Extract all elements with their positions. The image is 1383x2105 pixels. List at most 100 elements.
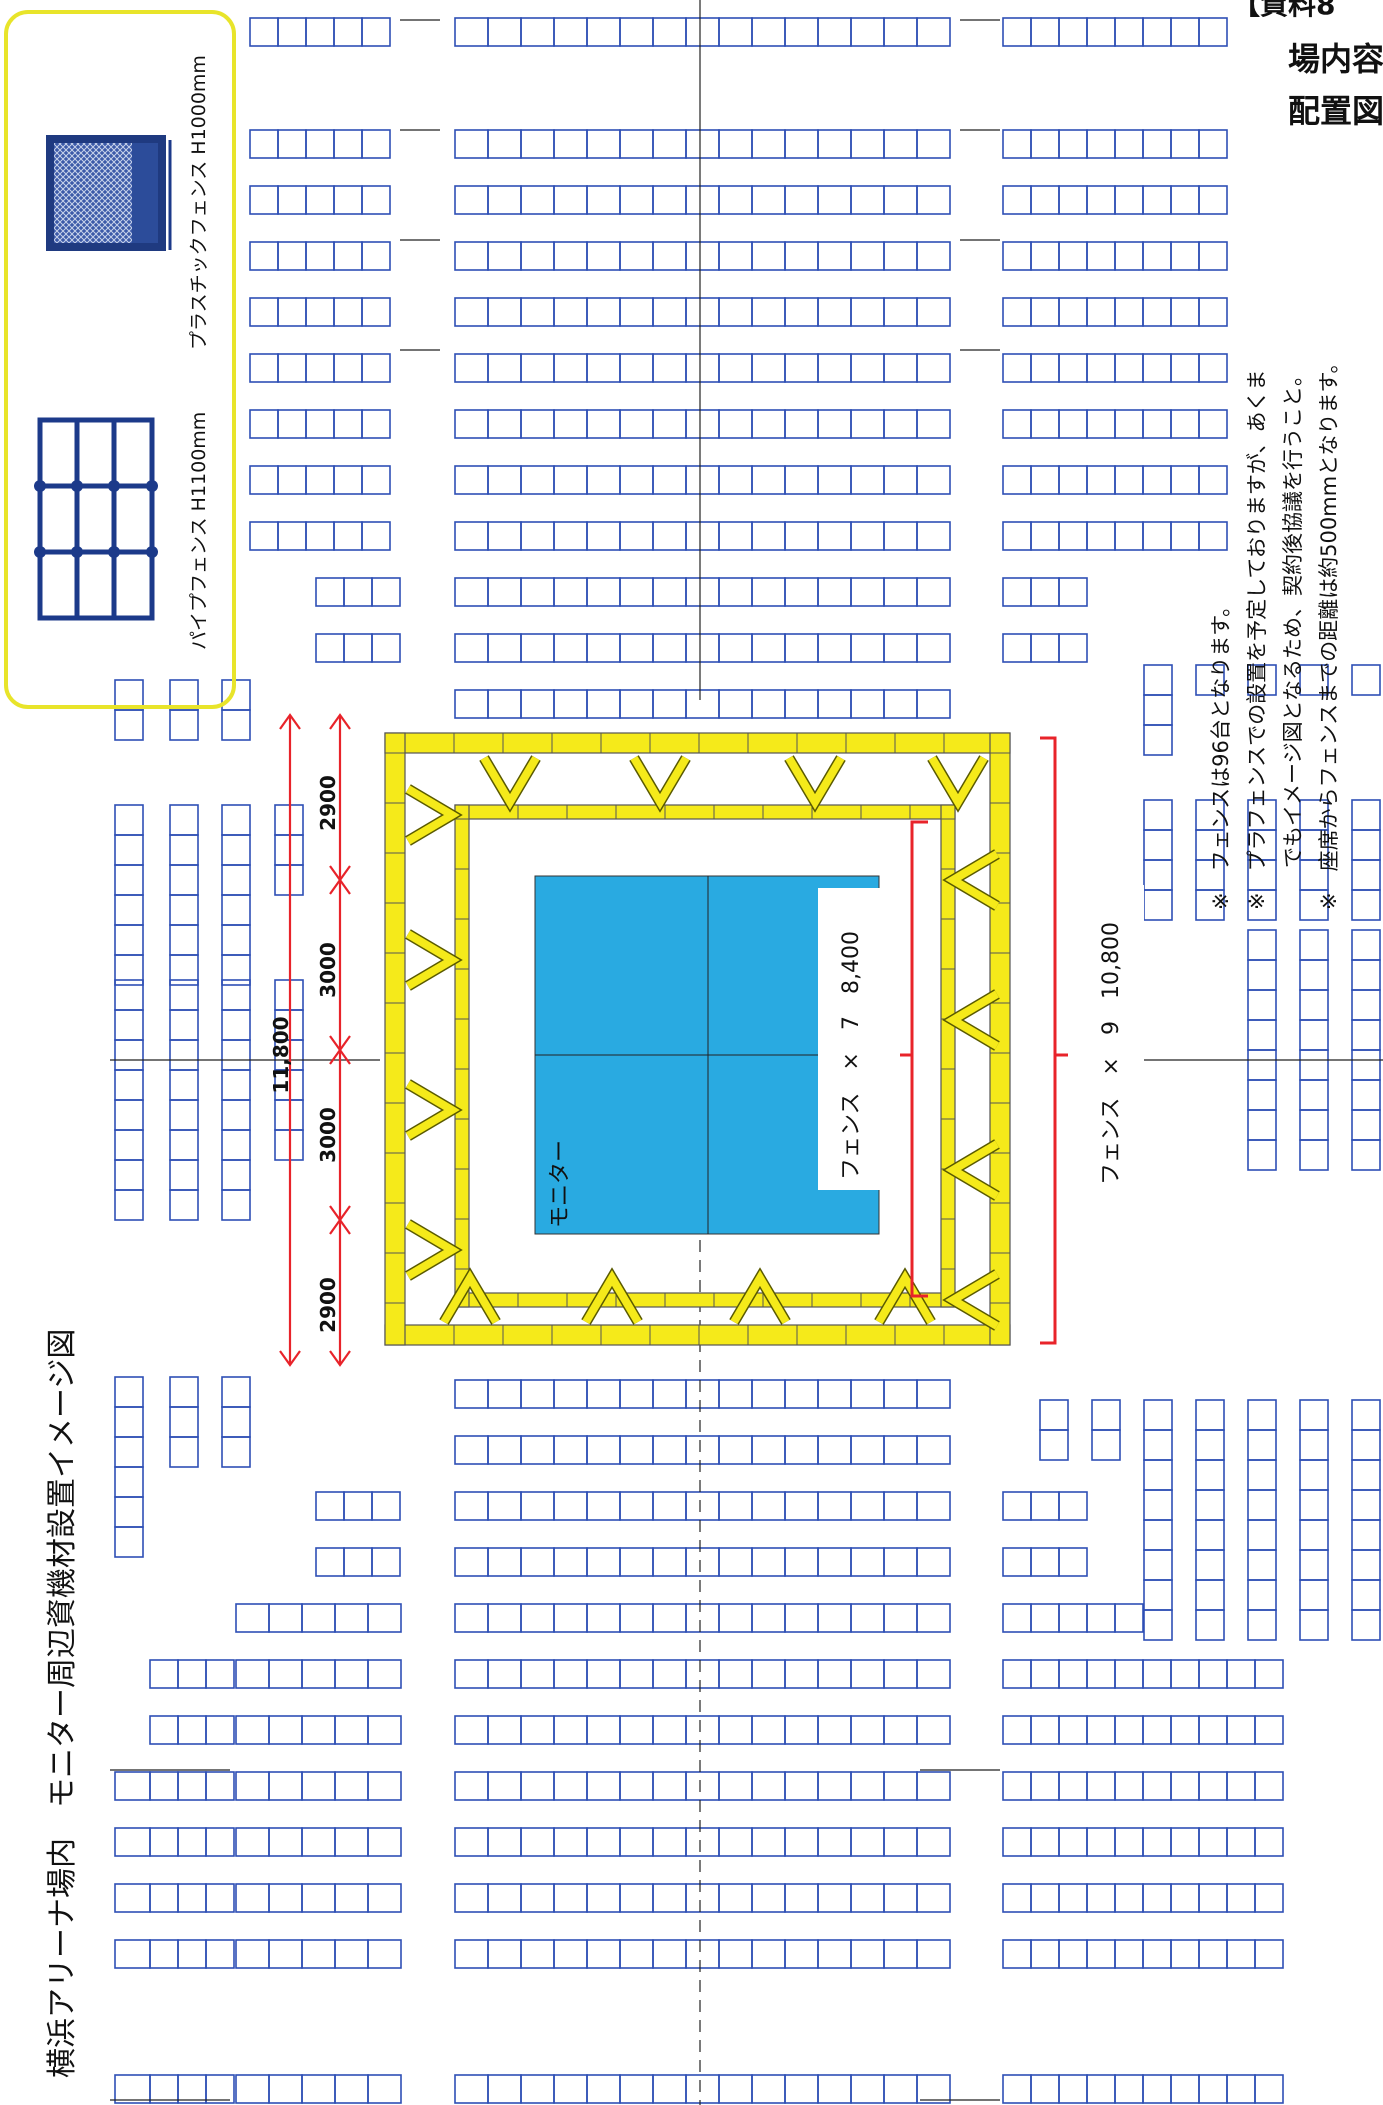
seat — [235, 1659, 270, 1689]
plastic-fence-caption: プラスチックフェンス H1000mm — [188, 55, 210, 350]
seat — [1254, 1939, 1284, 1969]
seat — [619, 17, 654, 47]
seat — [305, 297, 335, 327]
seat — [221, 834, 251, 866]
seat — [883, 1715, 918, 1745]
seat — [315, 1547, 345, 1577]
seat — [586, 689, 621, 719]
seat — [652, 1883, 687, 1913]
seat — [1030, 129, 1060, 159]
seat — [586, 17, 621, 47]
seat — [586, 297, 621, 327]
seat — [817, 1379, 852, 1409]
seat — [333, 297, 363, 327]
seat — [315, 633, 345, 663]
seat — [1114, 409, 1144, 439]
seat — [1143, 1549, 1173, 1581]
fence-brace — [405, 930, 460, 990]
seat — [1247, 1549, 1277, 1581]
seat — [1351, 1609, 1381, 1641]
seat — [1299, 959, 1329, 991]
seat — [268, 1603, 303, 1633]
fence-brace — [785, 755, 845, 810]
seat — [301, 1883, 336, 1913]
seat — [586, 353, 621, 383]
seat — [1142, 1939, 1172, 1969]
seat — [1299, 1459, 1329, 1491]
seat — [619, 1939, 654, 1969]
seat — [751, 1379, 786, 1409]
seat — [1198, 1715, 1228, 1745]
seat — [1058, 297, 1088, 327]
seat — [277, 297, 307, 327]
seat — [361, 185, 391, 215]
seat — [520, 2074, 555, 2104]
seat — [1226, 1771, 1256, 1801]
seat — [850, 1939, 885, 1969]
seat — [1114, 1827, 1144, 1857]
seat — [1086, 1659, 1116, 1689]
seat — [1086, 1883, 1116, 1913]
seat — [235, 1771, 270, 1801]
seat — [1002, 577, 1032, 607]
seat — [454, 17, 489, 47]
seat — [277, 521, 307, 551]
seat — [1030, 1827, 1060, 1857]
seat — [520, 633, 555, 663]
monitor-label: モニター — [548, 1140, 573, 1228]
seat — [883, 17, 918, 47]
seat — [487, 1435, 522, 1465]
seat — [371, 633, 401, 663]
seat — [916, 633, 951, 663]
seat — [817, 1603, 852, 1633]
seat — [249, 17, 279, 47]
seat — [333, 353, 363, 383]
seat — [487, 521, 522, 551]
seat — [301, 1715, 336, 1745]
seat — [784, 353, 819, 383]
seat — [1058, 185, 1088, 215]
seat — [751, 633, 786, 663]
seat — [1114, 1659, 1144, 1689]
seat — [454, 1379, 489, 1409]
seat — [784, 241, 819, 271]
seat — [1058, 129, 1088, 159]
seat — [1142, 409, 1172, 439]
seat — [751, 1491, 786, 1521]
seat — [1086, 1771, 1116, 1801]
seat — [520, 17, 555, 47]
seat — [586, 1715, 621, 1745]
seat — [205, 2074, 235, 2104]
seat — [817, 633, 852, 663]
seat — [685, 297, 720, 327]
seat — [1114, 353, 1144, 383]
seat — [1143, 829, 1173, 861]
seat — [586, 1491, 621, 1521]
seat — [1299, 1609, 1329, 1641]
seat — [916, 353, 951, 383]
seat — [817, 1435, 852, 1465]
seat — [652, 1435, 687, 1465]
seat — [454, 465, 489, 495]
pipe-fence-caption: パイプフェンス H1100mm — [188, 412, 210, 650]
seat — [685, 521, 720, 551]
seat — [685, 1827, 720, 1857]
seat — [205, 1659, 235, 1689]
seat — [1198, 2074, 1228, 2104]
seat — [1091, 1399, 1121, 1431]
seat — [1299, 1549, 1329, 1581]
seat — [1247, 889, 1277, 921]
seat — [334, 1827, 369, 1857]
seat — [114, 1526, 144, 1558]
seat — [169, 1099, 199, 1131]
seat — [114, 1406, 144, 1438]
seat — [1002, 521, 1032, 551]
seat — [454, 297, 489, 327]
seat — [520, 353, 555, 383]
seat — [1247, 1049, 1277, 1081]
fence-brace — [630, 755, 690, 810]
seat — [249, 465, 279, 495]
seat — [367, 1771, 402, 1801]
seat — [169, 924, 199, 956]
seat — [1058, 353, 1088, 383]
